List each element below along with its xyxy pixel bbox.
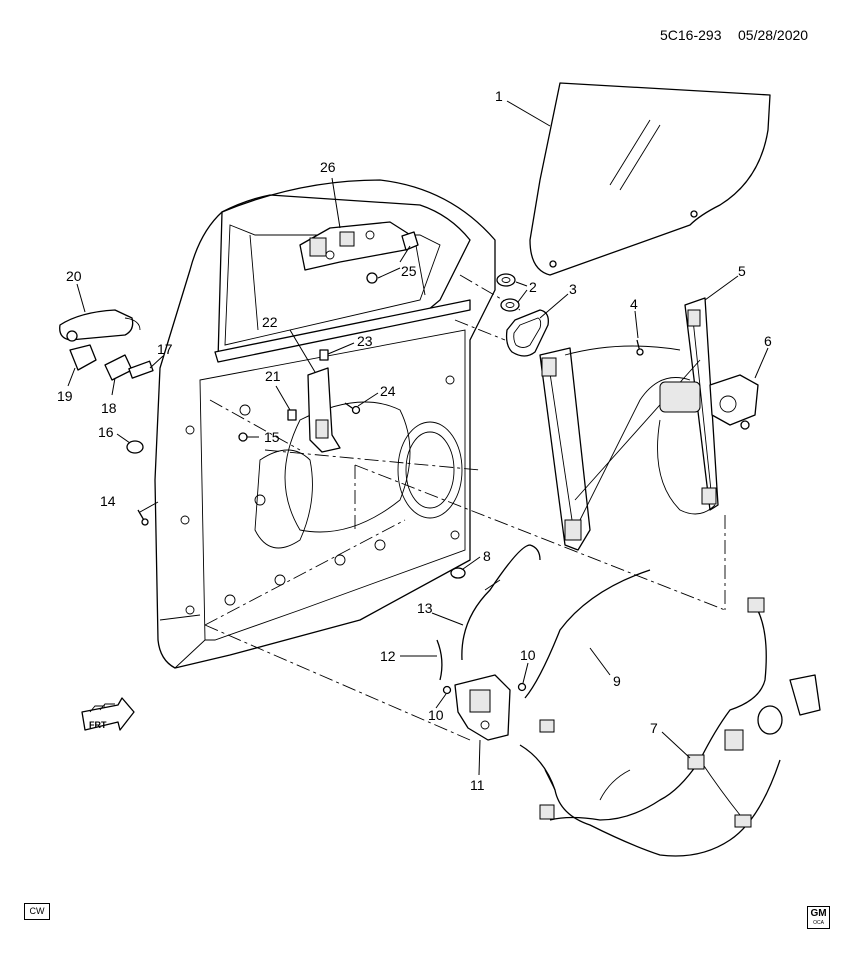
clip-15: [238, 432, 248, 442]
gm-logo-text: GM: [810, 908, 827, 919]
callout-22: 22: [262, 314, 278, 330]
callout-10-left: 10: [428, 707, 444, 723]
lock-cylinder: [128, 360, 154, 379]
callout-8: 8: [483, 548, 491, 564]
latch-bracket: [307, 367, 341, 453]
bolt-14: [137, 509, 149, 526]
callouts: 1 2 3 4 5 6 7 8 9 10 10 11 12 13 14 15 1…: [57, 88, 772, 793]
callout-23: 23: [357, 333, 373, 349]
callout-26: 26: [320, 159, 336, 175]
callout-4: 4: [630, 296, 638, 312]
callout-1: 1: [495, 88, 503, 104]
handle-cap-front: [104, 354, 133, 381]
door-latch: [454, 674, 511, 741]
callout-2: 2: [529, 279, 537, 295]
callout-15: 15: [264, 429, 280, 445]
callout-12: 12: [380, 648, 396, 664]
callout-9: 9: [613, 673, 621, 689]
outside-handle: [59, 309, 141, 342]
illustration-date: 05/28/2020: [738, 27, 808, 43]
callout-17: 17: [157, 341, 173, 357]
clip-10-right: [517, 682, 527, 692]
lock-rod: [436, 639, 443, 681]
callout-19: 19: [57, 388, 73, 404]
callout-7: 7: [650, 720, 658, 736]
window-motor: [709, 374, 759, 430]
callout-18: 18: [101, 400, 117, 416]
grommet-8: [450, 567, 466, 579]
cw-code: CW: [29, 906, 45, 916]
callout-25: 25: [401, 263, 417, 279]
inside-handle-cable: [461, 544, 541, 661]
door-wiring-harness: [519, 597, 821, 857]
clip-23: [319, 349, 329, 361]
cw-code-box: CW: [24, 903, 50, 920]
door-glass: [529, 82, 771, 276]
callout-6: 6: [764, 333, 772, 349]
callout-3: 3: [569, 281, 577, 297]
callout-10-right: 10: [520, 647, 536, 663]
gm-logo-subtext: OCA: [813, 920, 824, 926]
callout-5: 5: [738, 263, 746, 279]
callout-20: 20: [66, 268, 82, 284]
clip-21: [287, 409, 297, 421]
lock-cable: [524, 569, 651, 699]
access-hole-plug: [126, 440, 144, 454]
callout-24: 24: [380, 383, 396, 399]
front-direction-label: FRT: [89, 720, 107, 730]
glass-seal-grommet: [505, 309, 549, 357]
leader-lines: [67, 100, 769, 776]
handle-cap-rear: [69, 344, 97, 371]
front-direction-arrow: FRT: [81, 697, 135, 731]
callout-14: 14: [100, 493, 116, 509]
bolt-4: [636, 339, 644, 356]
illustration-code: 5C16-293: [660, 27, 722, 43]
callout-13: 13: [417, 600, 433, 616]
gm-logo: GM OCA: [807, 906, 830, 929]
clip-10-left: [442, 685, 452, 695]
bolt-24: [344, 402, 361, 415]
assembly-lines: [204, 274, 726, 741]
window-regulator: [539, 297, 719, 551]
callout-16: 16: [98, 424, 114, 440]
callout-21: 21: [265, 368, 281, 384]
washer-pair: [496, 273, 520, 312]
handle-screw: [366, 231, 419, 284]
callout-11: 11: [470, 777, 485, 793]
